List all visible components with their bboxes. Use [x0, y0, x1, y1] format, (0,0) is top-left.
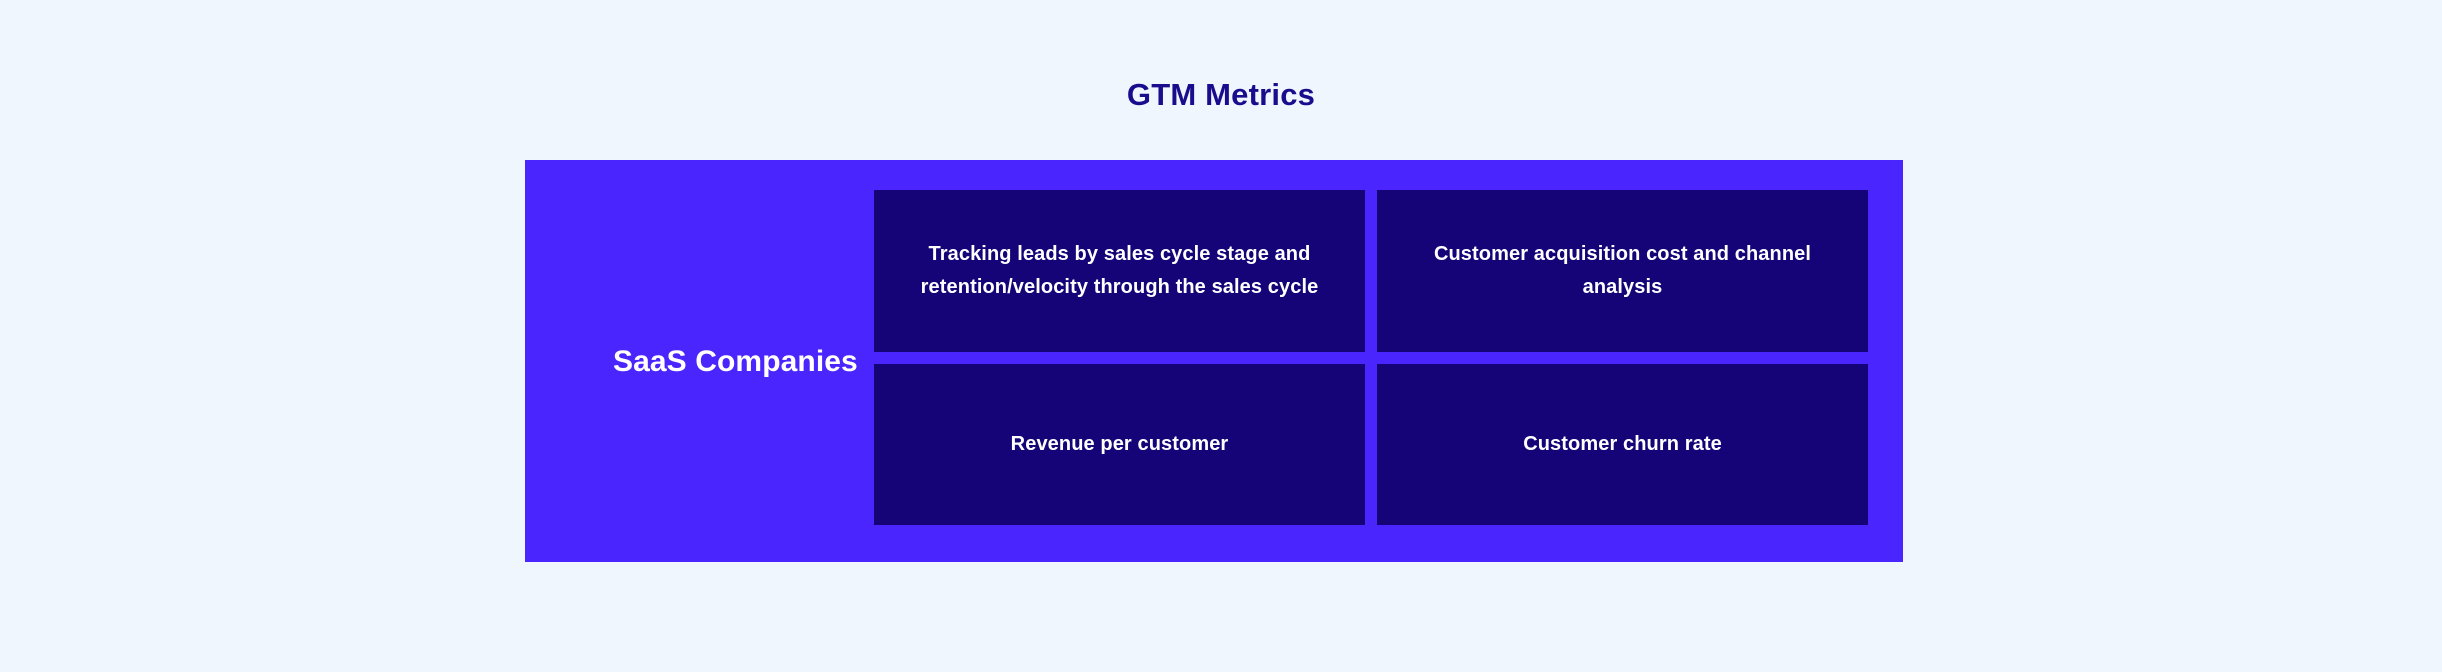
row-label-cell: SaaS Companies	[525, 160, 874, 562]
metric-cards-grid: Tracking leads by sales cycle stage and …	[874, 160, 1903, 562]
metric-card-label: Tracking leads by sales cycle stage and …	[920, 242, 1319, 298]
metric-card[interactable]: Tracking leads by sales cycle stage and …	[874, 190, 1365, 352]
metric-card[interactable]: Customer churn rate	[1377, 363, 1868, 525]
metric-card[interactable]: Customer acquisition cost and channel an…	[1377, 190, 1868, 352]
gtm-metrics-matrix: SaaS Companies Tracking leads by sales c…	[525, 160, 1903, 562]
metric-card[interactable]: Revenue per customer	[874, 363, 1365, 525]
metric-card-label: Customer acquisition cost and channel an…	[1433, 242, 1812, 298]
row-label-saas-companies: SaaS Companies	[613, 344, 858, 378]
metric-card-label: Customer churn rate	[1523, 432, 1722, 455]
metric-card-label: Revenue per customer	[1010, 432, 1229, 455]
page-title: GTM Metrics	[1126, 77, 1316, 112]
